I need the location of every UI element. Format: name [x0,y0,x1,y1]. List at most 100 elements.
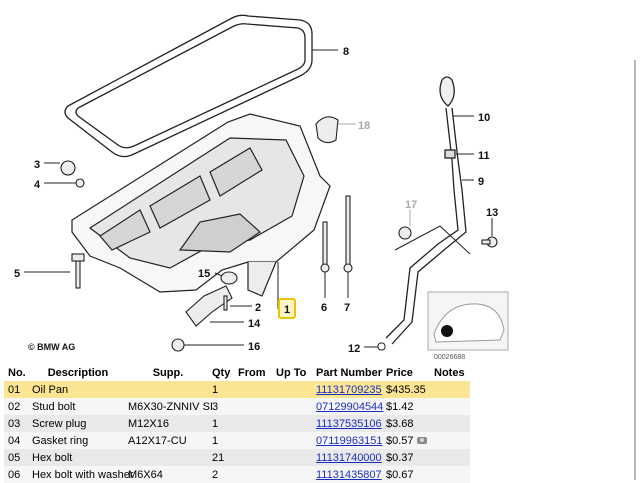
callout-7[interactable]: 7 [344,302,350,314]
row-notes [430,398,470,415]
header-upto: Up To [276,366,307,379]
small-parts [60,116,498,352]
callout-17[interactable]: 17 [405,199,417,211]
vehicle-inset: 00026688 [427,291,509,361]
price-value: $0.57 [386,434,414,447]
row-qty: 1 [212,434,219,447]
parts-table: No. Description Supp. Qty From Up To Par… [4,364,470,483]
table-row[interactable]: 04 Gasket ring A12X17-CU 1 07119963151$0.57 [4,432,470,449]
callout-15[interactable]: 15 [198,268,210,280]
price-value: $3.68 [386,417,414,430]
row-supp: M12X16 [128,417,169,430]
row-number: 06 [8,468,21,481]
copyright-label: © BMW AG [28,342,75,352]
row-notes [430,449,470,466]
row-upto [272,381,312,398]
scrollbar[interactable] [634,60,636,480]
callout-9[interactable]: 9 [478,176,484,188]
row-from [234,449,272,466]
callout-leaders [24,49,493,348]
table-row[interactable]: 03 Screw plug M12X16 1 11137535106 $3.68 [4,415,470,432]
row-price: $0.37 [382,449,430,466]
row-supp [124,381,208,398]
callout-6[interactable]: 6 [321,302,327,314]
row-price: $0.67 [382,466,430,483]
callout-2[interactable]: 2 [255,302,261,314]
row-part-number: 07119963151 [312,432,382,449]
row-description: Screw plug [32,417,87,430]
row-price: $3.68 [382,415,430,432]
row-price: $435.35 [382,381,430,398]
row-upto [272,415,312,432]
header-part-number: Part Number [316,366,383,379]
part-number-link[interactable]: 11131740000 [316,451,382,464]
callout-3[interactable]: 3 [34,159,40,171]
row-qty: 21 [212,451,225,464]
callout-4[interactable]: 4 [34,179,41,191]
price-value: $0.37 [386,451,414,464]
row-qty: 3 [212,400,219,413]
row-part-number: 11131435807 [312,466,382,483]
callout-8[interactable]: 8 [343,46,349,58]
row-description: Stud bolt [32,400,76,413]
row-part-number: 11131740000 [312,449,382,466]
part-number-link[interactable]: 11131435807 [316,468,382,481]
row-notes [430,466,470,483]
header-price: Price [386,366,413,379]
price-value: $0.67 [386,468,414,481]
part-number-link[interactable]: 11137535106 [316,417,382,430]
callout-1[interactable]: 1 [284,304,290,316]
row-part-number: 07129904544 [312,398,384,415]
row-number: 04 [8,434,21,447]
row-description: Oil Pan [32,383,69,396]
row-number: 03 [8,417,21,430]
header-no: No. [8,366,26,379]
row-from [234,398,272,415]
callout-5[interactable]: 5 [14,268,20,280]
row-qty: 2 [212,468,219,481]
header-description: Description [47,366,109,379]
row-supp: A12X17-CU [128,434,187,447]
row-part-number: 11137535106 [312,415,382,432]
callout-13[interactable]: 13 [486,207,498,219]
header-notes: Notes [434,366,465,379]
parts-diagram: 00026688 8 18 3 4 10 11 9 17 13 5 15 2 1… [14,14,509,361]
camera-icon[interactable] [416,437,427,445]
callout-16[interactable]: 16 [248,341,260,353]
row-from [234,466,272,483]
row-qty: 1 [212,417,219,430]
selected-callout-box[interactable] [278,298,296,319]
row-number: 01 [8,383,21,396]
row-notes [430,415,470,432]
callout-10[interactable]: 10 [478,112,490,124]
row-notes [430,432,470,449]
dipstick-assembly [385,76,471,345]
part-number-link[interactable]: 07129904544 [316,400,384,413]
header-qty: Qty [212,366,231,379]
row-upto [272,398,312,415]
row-upto [272,466,312,483]
row-number: 02 [8,400,21,413]
callout-11[interactable]: 11 [478,150,490,162]
callout-labels: 8 18 3 4 10 11 9 17 13 5 15 2 1 14 6 7 1… [14,46,498,355]
part-number-link[interactable]: 11131709235 [316,383,382,396]
row-price: $0.57 [382,432,430,449]
row-supp: M6X30-ZNNIV SI [128,400,213,413]
part-number-link[interactable]: 07119963151 [316,434,383,447]
row-from [234,432,272,449]
row-description: Hex bolt with washer [32,468,134,481]
image-code: 00026688 [434,354,465,361]
table-header-row: No. Description Supp. Qty From Up To Par… [4,364,470,381]
callout-12[interactable]: 12 [348,343,360,355]
row-upto [272,449,312,466]
row-upto [272,432,312,449]
callout-18[interactable]: 18 [358,120,370,132]
row-description: Gasket ring [32,434,89,447]
header-supp: Supp. [152,366,184,379]
callout-14[interactable]: 14 [248,318,261,330]
row-supp [124,449,208,466]
